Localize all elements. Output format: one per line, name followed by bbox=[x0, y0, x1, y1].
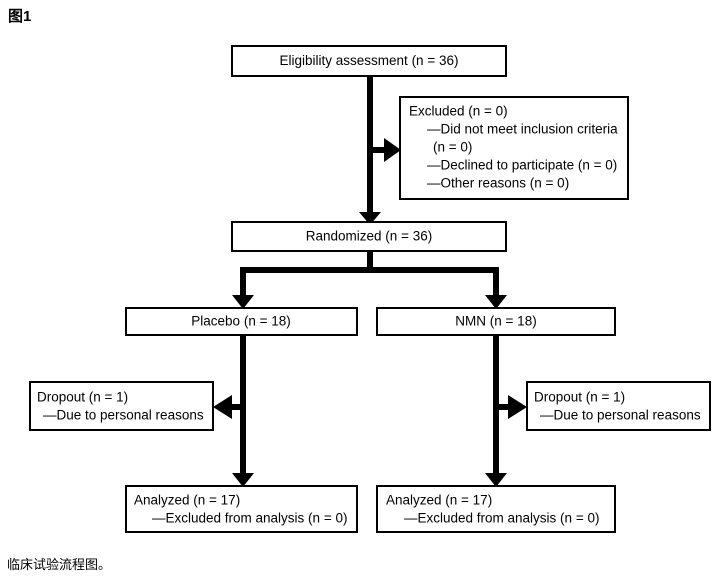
arrowhead-to-dropout-placebo bbox=[213, 395, 232, 419]
node-analyzed-placebo[interactable]: Analyzed (n = 17) —Excluded from analysi… bbox=[125, 485, 358, 533]
node-analyzed-nmn-line-2: —Excluded from analysis (n = 0) bbox=[404, 511, 599, 526]
node-dropout-placebo-frame bbox=[29, 381, 214, 431]
arrowhead-to-nmn bbox=[485, 295, 507, 309]
node-analyzed-placebo-line-1: Analyzed (n = 17) bbox=[134, 493, 240, 508]
figure-caption: 临床试验流程图。 bbox=[7, 557, 112, 572]
arrowhead-to-dropout-nmn bbox=[508, 395, 527, 419]
arrowhead-to-placebo bbox=[232, 295, 254, 309]
node-dropout-nmn[interactable]: Dropout (n = 1) —Due to personal reasons bbox=[526, 381, 711, 431]
node-analyzed-nmn-line-1: Analyzed (n = 17) bbox=[386, 493, 492, 508]
node-dropout-nmn-frame bbox=[526, 381, 711, 431]
node-randomized-line-1: Randomized (n = 36) bbox=[306, 229, 432, 244]
node-eligibility-assessment[interactable]: Eligibility assessment (n = 36) bbox=[231, 45, 507, 77]
figure-number-label: 图1 bbox=[8, 8, 32, 25]
node-placebo[interactable]: Placebo (n = 18) bbox=[125, 307, 358, 336]
node-excluded-line-3: (n = 0) bbox=[433, 140, 472, 155]
node-eligibility-assessment-frame bbox=[231, 45, 507, 77]
node-analyzed-nmn-frame bbox=[376, 485, 616, 533]
arrowhead-eligibility-to-randomized bbox=[359, 212, 381, 225]
arrowhead-to-excluded bbox=[384, 138, 401, 162]
node-excluded-line-4: —Declined to participate (n = 0) bbox=[427, 158, 617, 173]
node-excluded-line-5: —Other reasons (n = 0) bbox=[427, 176, 569, 191]
node-eligibility-assessment-line-1: Eligibility assessment (n = 36) bbox=[280, 53, 459, 68]
node-nmn-line-1: NMN (n = 18) bbox=[455, 314, 536, 329]
node-placebo-frame bbox=[125, 307, 358, 336]
node-excluded-frame bbox=[399, 96, 629, 200]
node-analyzed-placebo-frame bbox=[125, 485, 358, 533]
node-analyzed-placebo-line-2: —Excluded from analysis (n = 0) bbox=[152, 511, 347, 526]
node-excluded[interactable]: Excluded (n = 0) —Did not meet inclusion… bbox=[399, 96, 629, 200]
node-excluded-line-1: Excluded (n = 0) bbox=[409, 104, 508, 119]
node-dropout-placebo[interactable]: Dropout (n = 1) —Due to personal reasons bbox=[29, 381, 214, 431]
node-randomized[interactable]: Randomized (n = 36) bbox=[231, 221, 507, 252]
node-excluded-line-2: —Did not meet inclusion criteria bbox=[427, 122, 618, 137]
node-nmn[interactable]: NMN (n = 18) bbox=[376, 307, 616, 336]
node-placebo-line-1: Placebo (n = 18) bbox=[191, 314, 290, 329]
arrowhead-nmn-to-analyzed bbox=[485, 473, 507, 487]
node-analyzed-nmn[interactable]: Analyzed (n = 17) —Excluded from analysi… bbox=[376, 485, 616, 533]
node-randomized-frame bbox=[231, 221, 507, 252]
node-dropout-placebo-line-2: —Due to personal reasons bbox=[43, 408, 204, 423]
node-nmn-frame bbox=[376, 307, 616, 336]
arrowhead-placebo-to-analyzed bbox=[232, 473, 254, 487]
node-dropout-placebo-line-1: Dropout (n = 1) bbox=[37, 390, 128, 405]
node-dropout-nmn-line-1: Dropout (n = 1) bbox=[534, 390, 625, 405]
node-dropout-nmn-line-2: —Due to personal reasons bbox=[540, 408, 701, 423]
